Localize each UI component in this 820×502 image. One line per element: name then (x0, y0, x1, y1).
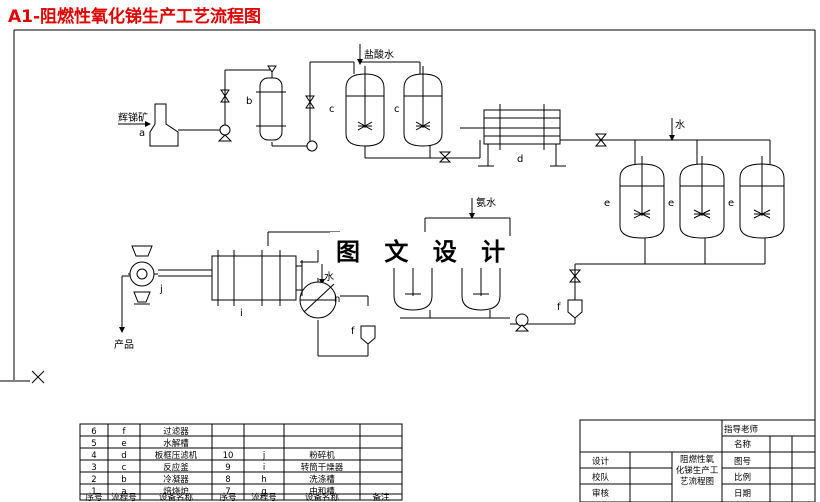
reactor-c-2 (403, 66, 443, 147)
valve-icon (220, 89, 230, 103)
parts-table-cell: 洗涤槽 (309, 474, 335, 485)
equipment-label-h: h (334, 294, 340, 305)
parts-table-cell: c (122, 463, 127, 473)
parts-table-cell: 水解槽 (163, 438, 189, 449)
teacher-label: 指导老师 (724, 424, 759, 435)
valve-icon (438, 151, 452, 163)
valve-icon (594, 133, 608, 147)
drawing-name: 阻燃性氧化锑生产工艺流程图 (676, 454, 719, 487)
filter-f-1 (567, 299, 583, 319)
parts-table-cell: 过滤器 (163, 426, 189, 437)
valve-icon (568, 269, 582, 283)
title-block (579, 419, 816, 502)
parts-table-header: 设备名称 (159, 492, 194, 502)
parts-table-text: 6 f 过滤器 5 e 水解槽 4 d 板框压滤机 10 j 粉碎机 3 c 反应釜 9 i 转筒干燥器 2 b 冷凝器… (85, 426, 390, 502)
parts-table-cell: 中和槽 (309, 486, 335, 497)
equipment-label-c1: c (329, 104, 335, 115)
page-title: A1-阻燃性氧化锑生产工艺流程图 (8, 6, 261, 27)
equipment-label-a: a (139, 128, 145, 139)
parts-table-cell: 1 (91, 487, 96, 497)
parts-table-cell: h (261, 475, 266, 485)
parts-table-cell: 6 (91, 427, 96, 437)
drawing-no-label: 图号 (734, 457, 751, 467)
parts-table-cell: 冷凝器 (163, 474, 189, 485)
parts-table-cell: 9 (225, 463, 230, 473)
parts-table-cell: d (121, 451, 126, 461)
parts-table-cell: 反应釜 (163, 462, 189, 473)
equipment-label-d: d (517, 154, 523, 165)
process-piping (118, 44, 771, 357)
equipment-label-e2: e (668, 198, 674, 209)
design-label: 设计 (592, 456, 610, 467)
parts-table-cell: e (121, 439, 126, 449)
parts-table-cell: f (123, 427, 127, 437)
water-label: 水 (675, 119, 685, 131)
drawing-name-line: 艺流程图 (680, 476, 714, 487)
parts-table-cell: 4 (91, 451, 96, 461)
pump-icon (306, 140, 318, 152)
parts-table-cell: 粉碎机 (309, 450, 335, 461)
pump-icon (514, 313, 530, 332)
parts-table (79, 423, 403, 501)
date-label: 日期 (734, 489, 751, 499)
cross-mark-icon (31, 370, 45, 384)
watermark-text: 图 文 设 计 (336, 238, 513, 266)
roaster-furnace-a (149, 103, 179, 147)
parts-table-header: 备注 (372, 492, 390, 502)
product-label: 产品 (114, 338, 134, 351)
equipment-label-f1: f (557, 302, 561, 313)
parts-table-header: 序号 (85, 492, 102, 502)
washer-h (299, 278, 337, 319)
parts-table-cell: g (261, 487, 266, 497)
parts-table-cell: 10 (223, 451, 234, 461)
parts-table-header: 流程号 (111, 492, 137, 502)
hydrolysis-tank-e-3 (739, 156, 785, 239)
crusher-j (128, 245, 158, 305)
pump-icon (217, 124, 233, 142)
hcl-label: 盐酸水 (364, 48, 394, 61)
valve-icon (305, 95, 315, 109)
reactor-c-1 (345, 66, 385, 147)
parts-table-cell: j (262, 451, 265, 461)
water2-label: 水 (324, 271, 334, 283)
ammonia-label: 氨水 (476, 196, 496, 209)
equipment-label-e1: e (604, 198, 610, 209)
parts-table-cell: a (121, 487, 126, 497)
name-label: 名称 (734, 439, 752, 450)
parts-table-cell: 转筒干燥器 (301, 462, 344, 473)
equipment-label-c2: c (394, 104, 400, 115)
condenser-b (256, 65, 286, 141)
parts-table-cell: 7 (225, 487, 230, 497)
parts-table-header: 序号 (219, 492, 236, 502)
equipment-label-b: b (246, 96, 252, 107)
equipment-label-f2: f (351, 326, 355, 337)
parts-table-cell: 5 (91, 439, 96, 449)
parts-table-header: 设备名称 (305, 492, 340, 502)
hydrolysis-tank-e-1 (619, 156, 665, 239)
parts-table-cell: b (121, 475, 126, 485)
drawing-name-line: 阻燃性氧 (680, 454, 715, 465)
parts-table-cell: 板框压滤机 (155, 450, 198, 461)
equipment-label-e3: e (728, 198, 734, 209)
parts-table-cell: i (263, 463, 265, 473)
drawing-name-line: 化锑生产工 (676, 465, 719, 476)
parts-table-cell: 2 (91, 475, 96, 485)
filter-press-d (478, 104, 566, 167)
parts-table-cell: 3 (91, 463, 96, 473)
filter-f-2 (360, 325, 376, 345)
hydrolysis-tank-e-2 (679, 156, 725, 239)
rotary-dryer-i (211, 250, 303, 306)
review-label: 审核 (592, 488, 610, 499)
parts-table-cell: 8 (225, 475, 230, 485)
check-label: 校队 (592, 472, 610, 483)
equipment-label-j: j (159, 284, 163, 295)
feed-label: 辉锑矿 (118, 111, 148, 124)
parts-table-cell: 焙烧炉 (163, 486, 189, 497)
equipment-label-i: i (240, 308, 243, 319)
parts-table-header: 流程号 (251, 492, 277, 502)
scale-label: 比例 (734, 472, 751, 483)
